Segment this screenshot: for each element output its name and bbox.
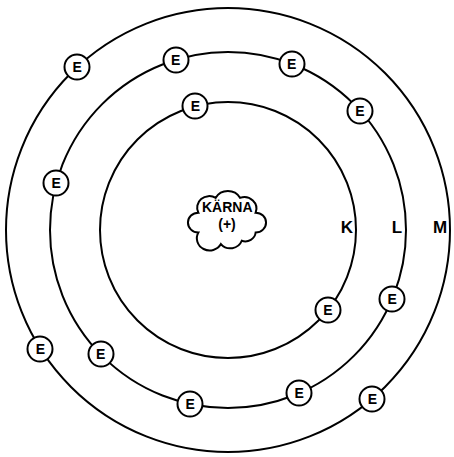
electron-circle: E xyxy=(26,335,54,363)
electron-label: E xyxy=(72,60,81,74)
electron-circle: E xyxy=(278,50,306,78)
nucleus-label: KÄRNA (+) xyxy=(202,199,252,233)
electron-circle: E xyxy=(42,169,70,197)
nucleus-cloud: KÄRNA (+) xyxy=(181,183,273,249)
shell-label: M xyxy=(433,218,447,238)
electron-label: E xyxy=(191,99,200,113)
electron-circle: E xyxy=(346,97,374,125)
electron-circle: E xyxy=(378,285,406,313)
electron-circle: E xyxy=(314,296,342,324)
electron-label: E xyxy=(368,392,377,406)
electron-label: E xyxy=(186,397,195,411)
electron-circle: E xyxy=(87,340,115,368)
shell-label: L xyxy=(392,218,402,238)
l-shell xyxy=(50,52,406,408)
shell-label: K xyxy=(341,218,353,238)
electron-circle: E xyxy=(358,385,386,413)
electron-label: E xyxy=(355,104,364,118)
electron-label: E xyxy=(387,292,396,306)
electron-circle: E xyxy=(176,390,204,418)
electron-label: E xyxy=(323,303,332,317)
electron-label: E xyxy=(171,53,180,67)
electron-label: E xyxy=(287,57,296,71)
k-shell xyxy=(100,102,356,358)
electron-label: E xyxy=(295,386,304,400)
m-shell xyxy=(6,8,450,452)
electron-label: E xyxy=(36,342,45,356)
electron-circle: E xyxy=(63,53,91,81)
electron-circle: E xyxy=(181,92,209,120)
electron-label: E xyxy=(52,176,61,190)
electron-label: E xyxy=(96,347,105,361)
electron-circle: E xyxy=(162,46,190,74)
electron-circle: E xyxy=(285,379,313,407)
